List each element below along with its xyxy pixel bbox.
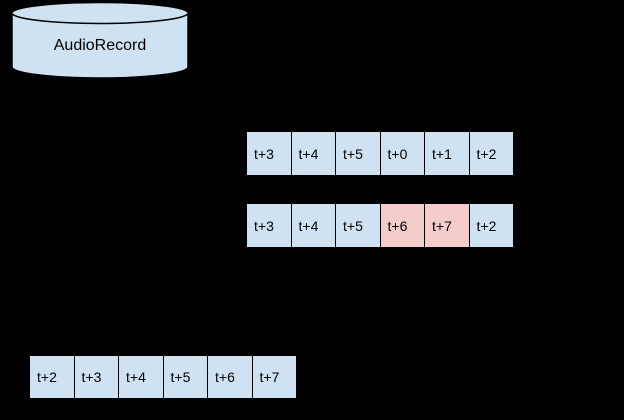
buffer-row-2: t+3 t+4 t+5 t+6 t+7 t+2 <box>246 203 514 248</box>
buffer-row-2-cell-2: t+5 <box>335 204 380 247</box>
output-row-cell-3: t+5 <box>162 356 207 398</box>
output-row: t+2 t+3 t+4 t+5 t+6 t+7 <box>29 355 297 399</box>
buffer-row-2-cell-3: t+6 <box>379 204 424 247</box>
buffer-row-1-cell-3: t+0 <box>379 132 424 175</box>
audiorecord-cylinder: AudioRecord <box>11 1 189 80</box>
output-row-cell-2: t+4 <box>118 356 163 398</box>
buffer-row-1-cell-1: t+4 <box>290 132 335 175</box>
buffer-row-1-cell-4: t+1 <box>424 132 469 175</box>
buffer-row-2-cell-0: t+3 <box>247 204 291 247</box>
buffer-row-2-cell-4: t+7 <box>424 204 469 247</box>
output-row-cell-1: t+3 <box>73 356 118 398</box>
output-row-cell-4: t+6 <box>207 356 252 398</box>
output-row-cell-0: t+2 <box>30 356 74 398</box>
buffer-row-2-cell-1: t+4 <box>290 204 335 247</box>
output-row-cell-5: t+7 <box>251 356 296 398</box>
cylinder-shape-icon <box>11 1 189 79</box>
buffer-row-1-cell-5: t+2 <box>468 132 513 175</box>
audiorecord-label: AudioRecord <box>53 37 147 54</box>
buffer-row-1: t+3 t+4 t+5 t+0 t+1 t+2 <box>246 131 514 176</box>
buffer-row-1-cell-0: t+3 <box>247 132 291 175</box>
buffer-row-2-cell-5: t+2 <box>468 204 513 247</box>
buffer-row-1-cell-2: t+5 <box>335 132 380 175</box>
